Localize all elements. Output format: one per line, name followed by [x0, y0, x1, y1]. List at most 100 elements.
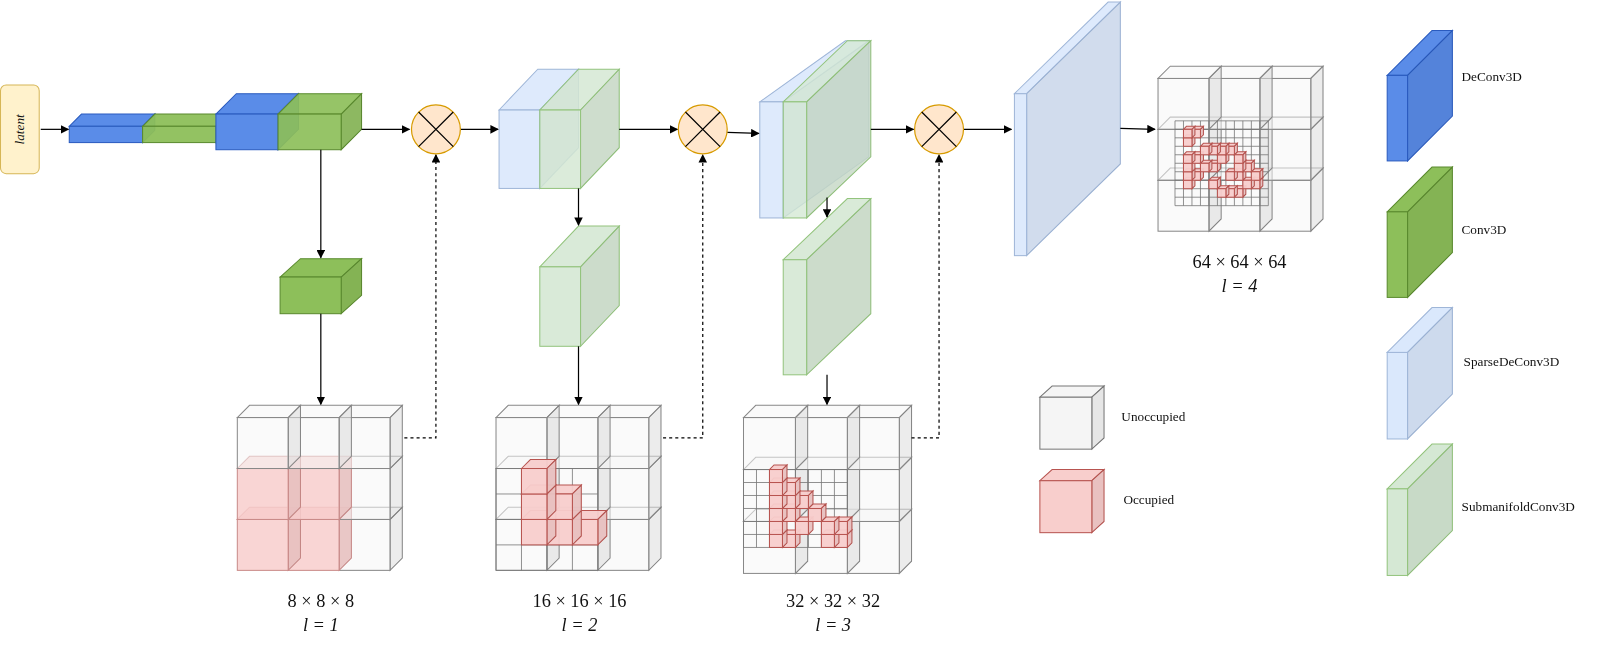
- shape-part: [847, 517, 852, 535]
- shape-part: [1183, 180, 1191, 188]
- voxel-grid: [744, 405, 912, 573]
- layer-block: [278, 94, 362, 150]
- shape-part: [1387, 352, 1407, 439]
- shape-part: [769, 470, 782, 483]
- shape-part: [834, 517, 839, 535]
- shape-part: [598, 405, 610, 468]
- shape-part: [1408, 308, 1453, 439]
- shape-part: [744, 469, 848, 470]
- shape-part: [341, 94, 361, 150]
- shape-part: [1408, 31, 1453, 161]
- shape-part: [1234, 155, 1242, 163]
- shape-part: [143, 126, 216, 142]
- shape-part: [795, 405, 807, 469]
- shape-part: [1200, 146, 1208, 154]
- shape-part: [782, 465, 787, 483]
- shape-part: [744, 418, 796, 470]
- shape-part: [341, 94, 361, 150]
- shape-part: [499, 110, 540, 188]
- shape-part: [288, 405, 300, 468]
- dimension-label: 16 × 16 × 16: [533, 590, 627, 611]
- flow-arrows: [41, 128, 1155, 438]
- shape-part: [1243, 180, 1251, 188]
- shape-part: [1234, 163, 1242, 171]
- shape-part: [339, 405, 351, 468]
- shape-part: [547, 460, 556, 494]
- shape-part: [1209, 180, 1217, 188]
- shape-part: [521, 494, 546, 519]
- voxel: [1260, 66, 1323, 129]
- voxel: [288, 405, 351, 468]
- occupied-voxel: [1209, 177, 1220, 188]
- occupied-voxel: [521, 460, 555, 494]
- shape-part: [1092, 470, 1104, 533]
- shape-part: [1217, 155, 1225, 163]
- shape-part: [1092, 386, 1104, 449]
- shape-part: [808, 508, 821, 521]
- legend-text: DeConv3D: [1462, 69, 1522, 85]
- legend-swatch: [1385, 165, 1454, 299]
- shape-part: [69, 114, 155, 126]
- shape-part: [807, 199, 871, 375]
- shape-part: [581, 69, 620, 188]
- shape-part: [390, 405, 402, 468]
- legend-swatch: [1385, 442, 1454, 577]
- layer-block: [143, 114, 229, 143]
- voxel: [744, 405, 808, 469]
- shape-part: [795, 521, 808, 534]
- shape-part: [1260, 66, 1272, 129]
- shape-part: [581, 69, 620, 188]
- shape-part: [847, 517, 852, 535]
- shape-part: [237, 418, 288, 469]
- occupied-voxel: [1183, 152, 1194, 163]
- occupied-voxel: [1192, 126, 1203, 137]
- shape-part: [581, 226, 620, 346]
- voxel: [847, 405, 911, 469]
- shape-part: [847, 405, 859, 469]
- shape-part: [237, 519, 288, 570]
- shape-part: [143, 114, 229, 126]
- shape-part: [769, 483, 782, 496]
- legend-swatch: [1038, 467, 1106, 534]
- shape-part: [1200, 163, 1208, 171]
- shape-part: [899, 405, 911, 469]
- shape-part: [821, 534, 834, 547]
- shape-part: [521, 469, 546, 494]
- shape-part: [1014, 94, 1026, 256]
- shape-part: [1183, 155, 1191, 163]
- shape-part: [69, 126, 142, 142]
- shape-part: [1183, 129, 1191, 137]
- shape-part: [278, 114, 341, 150]
- shape-part: [1387, 75, 1407, 161]
- shape-part: [1251, 172, 1259, 180]
- shape-part: [237, 469, 288, 520]
- shape-part: [783, 102, 806, 218]
- occupied-voxel: [1217, 143, 1228, 154]
- swatch-block: [1040, 386, 1104, 449]
- voxel-grid: [496, 405, 661, 570]
- shape-part: [821, 521, 834, 534]
- shape-part: [390, 405, 402, 468]
- shape-part: [808, 491, 813, 509]
- occupied-voxel: [1200, 143, 1211, 154]
- shape-part: [1311, 66, 1323, 129]
- shape-part: [649, 405, 661, 468]
- voxel: [1209, 66, 1272, 129]
- swatch-block: [1387, 444, 1452, 575]
- dimension-label: l = 4: [1222, 276, 1258, 297]
- occupied-voxel: [834, 517, 852, 535]
- shape-part: [1408, 444, 1453, 575]
- shape-part: [572, 485, 581, 519]
- shape-part: [1040, 397, 1092, 449]
- subdivision: [496, 469, 598, 571]
- occupied-voxel: [1226, 186, 1237, 197]
- shape-part: [847, 405, 859, 469]
- shape-part: [807, 41, 871, 218]
- shape-part: [1183, 138, 1191, 146]
- occupied-voxel: [547, 485, 581, 519]
- voxel: [496, 405, 559, 468]
- shape-part: [783, 260, 806, 375]
- legend-text: Occupied: [1123, 492, 1174, 508]
- shape-part: [1027, 2, 1121, 256]
